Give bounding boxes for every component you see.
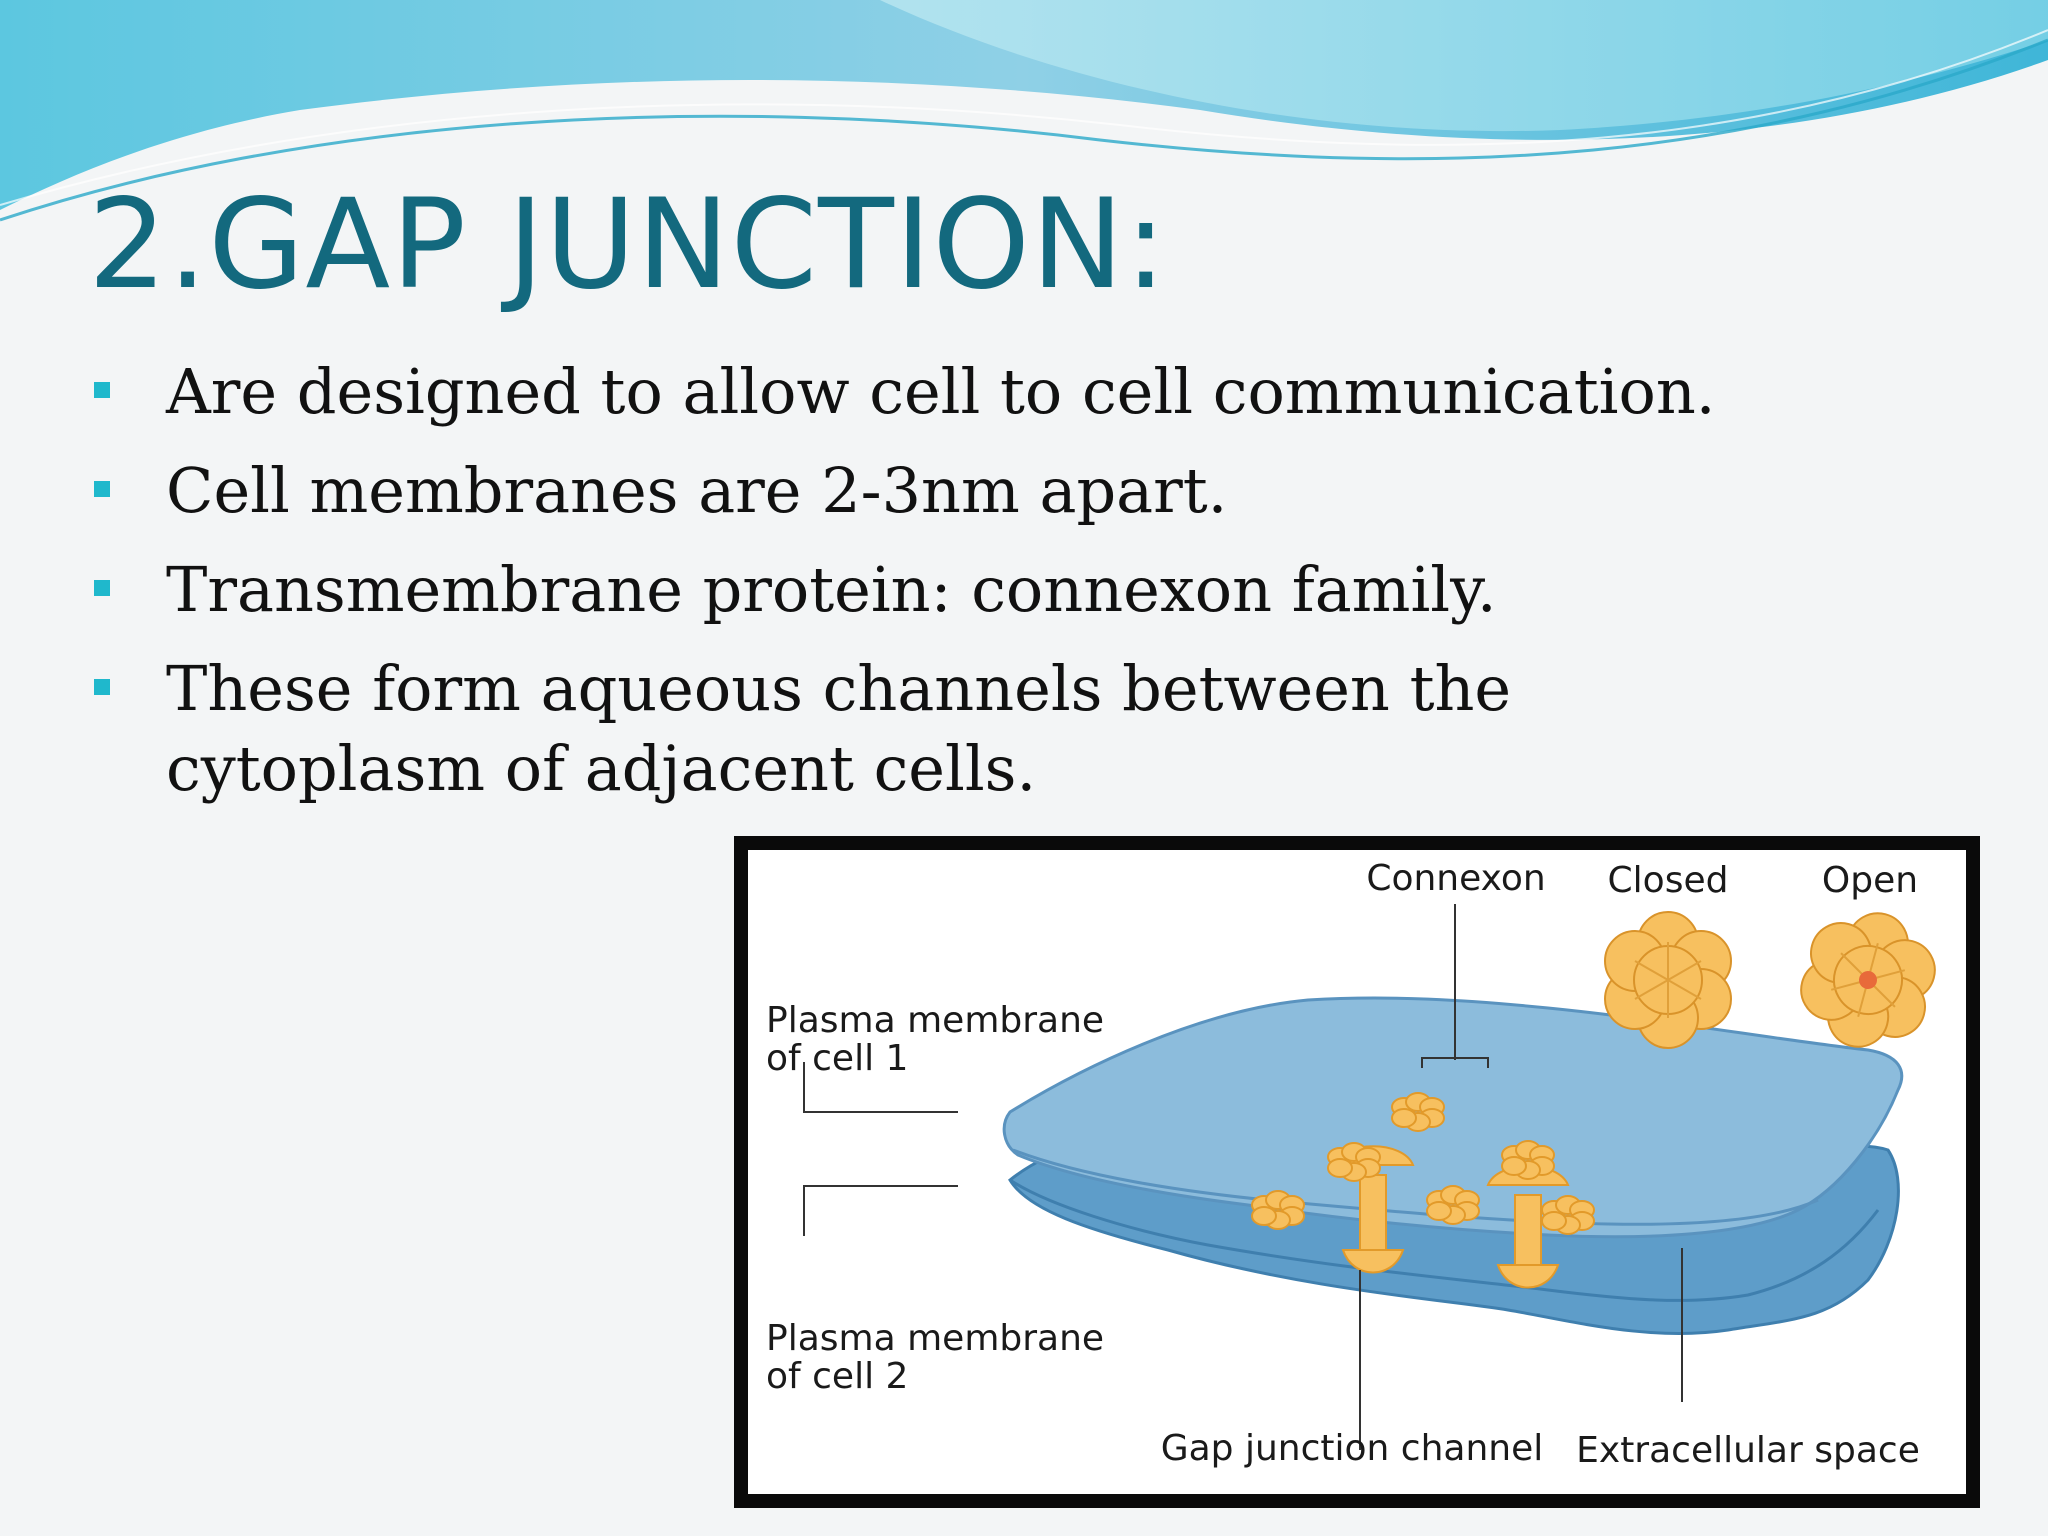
gap-junction-channel-label: Gap junction channel (1161, 1428, 1544, 1469)
bullet-item: Are designed to allow cell to cell commu… (92, 352, 1792, 432)
closed-connexon-icon (1604, 911, 1732, 1049)
plasma-membrane-cell-2-label-line2: of cell 2 (766, 1356, 908, 1397)
bullet-text: Transmembrane protein: connexon family. (166, 553, 1497, 626)
bullet-square-icon (94, 679, 110, 695)
bullet-square-icon (94, 382, 110, 398)
bullet-item: Cell membranes are 2-3nm apart. (92, 451, 1792, 531)
bullet-item: Transmembrane protein: connexon family. (92, 550, 1792, 630)
bullet-list: Are designed to allow cell to cell commu… (92, 352, 1792, 828)
top-wave-line (0, 38, 2048, 222)
connexon-label: Connexon (1366, 858, 1545, 899)
plasma-membrane-cell-1-shape (1002, 996, 1904, 1239)
plasma-membrane-cell-1-label: Plasma membrane (766, 1000, 1104, 1041)
plasma-membrane-cell-2-label: Plasma membrane (766, 1318, 1104, 1359)
gap-junction-diagram: Connexon Closed Open Plasma membrane of … (766, 858, 1948, 1471)
open-connexon-icon (1788, 897, 1948, 1063)
closed-label: Closed (1608, 860, 1729, 901)
bullet-square-icon (94, 580, 110, 596)
gap-junction-figure: Connexon Closed Open Plasma membrane of … (734, 836, 1980, 1508)
extracellular-space-label: Extracellular space (1576, 1430, 1920, 1471)
bullet-square-icon (94, 481, 110, 497)
bullet-text: Cell membranes are 2-3nm apart. (166, 454, 1228, 527)
bullet-text: These form aqueous channels between the … (166, 652, 1512, 805)
bullet-item: These form aqueous channels between the … (92, 649, 1586, 809)
top-wave-highlight (880, 0, 2048, 132)
top-wave-line-2 (0, 29, 2048, 206)
open-label: Open (1822, 860, 1918, 901)
plasma-membrane-cell-1-label-line2: of cell 1 (766, 1038, 908, 1079)
leader-lines (803, 904, 1683, 1450)
bullet-text: Are designed to allow cell to cell commu… (166, 355, 1716, 428)
slide-title: 2.GAP JUNCTION: (88, 173, 1168, 317)
